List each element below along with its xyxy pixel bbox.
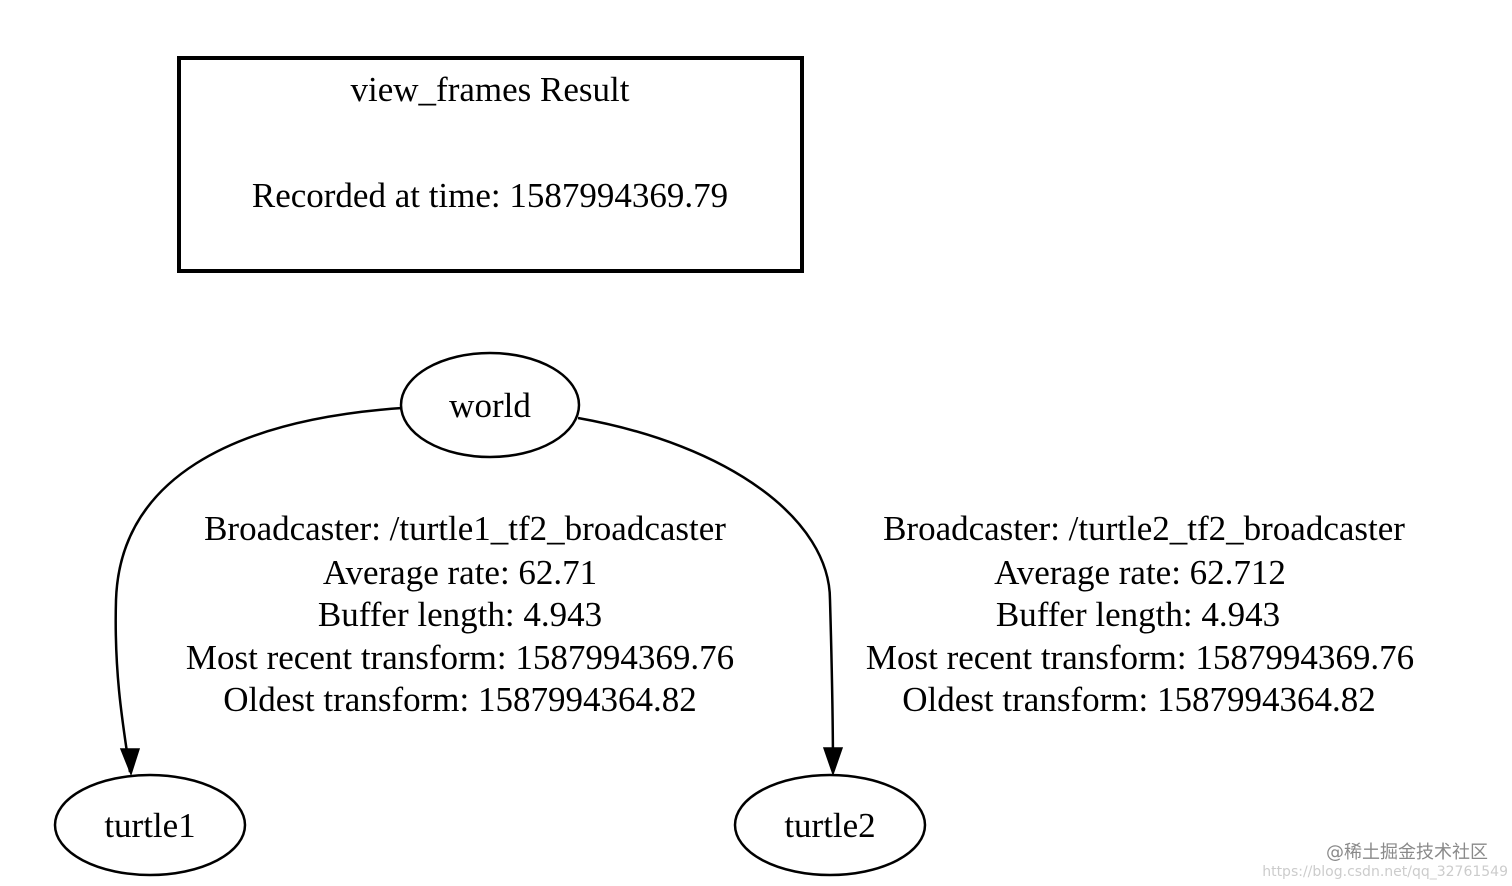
edge2-oldest: Oldest transform: 1587994364.82 [902, 680, 1375, 719]
edge-world-turtle1 [114, 406, 403, 773]
edge2-broadcaster: Broadcaster: /turtle2_tf2_broadcaster [883, 509, 1405, 548]
node-world-ellipse [399, 351, 581, 459]
edge1-buffer-length: Buffer length: 4.943 [318, 595, 602, 634]
recorded-time: Recorded at time: 1587994369.79 [252, 176, 728, 215]
node-world: world [399, 351, 581, 459]
node-world-label: world [449, 386, 531, 425]
node-turtle1: turtle1 [53, 773, 247, 877]
edge1-oldest: Oldest transform: 1587994364.82 [223, 680, 696, 719]
watermark-brand: @稀土掘金技术社区 [1326, 842, 1488, 863]
watermark-url: https://blog.csdn.net/qq_32761549 [1262, 864, 1508, 880]
edge2-average-rate: Average rate: 62.712 [994, 553, 1286, 592]
diagram-title: view_frames Result [351, 70, 630, 109]
node-turtle1-label: turtle1 [104, 806, 195, 845]
edge1-most-recent: Most recent transform: 1587994369.76 [186, 638, 734, 677]
edge-label-turtle2: Broadcaster: /turtle2_tf2_broadcaster Av… [866, 509, 1414, 719]
node-turtle2-label: turtle2 [784, 806, 875, 845]
edge2-buffer-length: Buffer length: 4.943 [996, 595, 1280, 634]
arrowhead-turtle1 [119, 748, 141, 777]
edge-world-turtle2 [577, 416, 835, 773]
edge-label-turtle1: Broadcaster: /turtle1_tf2_broadcaster Av… [186, 509, 734, 719]
edge2-most-recent: Most recent transform: 1587994369.76 [866, 638, 1414, 677]
header-box [177, 56, 804, 273]
edge1-average-rate: Average rate: 62.71 [323, 553, 597, 592]
edge1-broadcaster: Broadcaster: /turtle1_tf2_broadcaster [204, 509, 726, 548]
arrowhead-turtle2 [822, 747, 844, 777]
node-turtle2: turtle2 [733, 773, 927, 877]
node-turtle1-ellipse [53, 773, 247, 877]
node-turtle2-ellipse [733, 773, 927, 877]
